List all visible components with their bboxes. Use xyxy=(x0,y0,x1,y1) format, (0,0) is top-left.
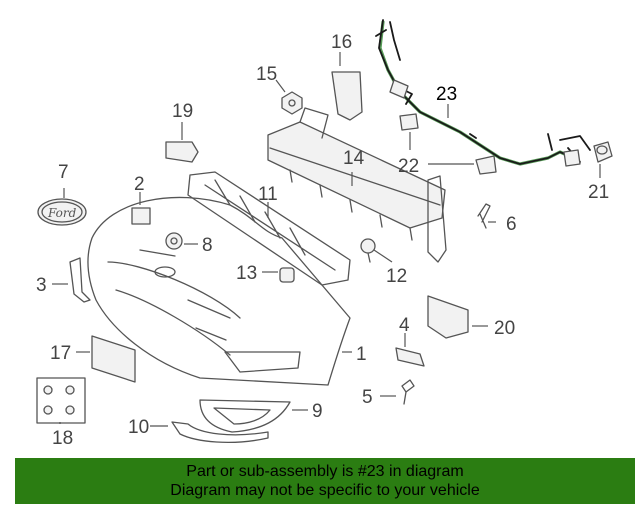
part-7-emblem: Ford xyxy=(37,198,87,226)
callout-6: 6 xyxy=(506,214,517,235)
part-9-bezel xyxy=(199,399,291,433)
info-banner: Part or sub-assembly is #23 in diagram D… xyxy=(15,458,635,504)
part-17-plate-bracket xyxy=(91,335,136,383)
part-18-fastener-kit xyxy=(36,377,86,424)
part-11-absorber xyxy=(187,171,351,286)
callout-9: 9 xyxy=(312,401,323,422)
callout-16: 16 xyxy=(331,32,352,53)
banner-line-1: Part or sub-assembly is #23 in diagram xyxy=(186,463,464,480)
callout-labels: 1 2 3 4 5 6 7 8 9 10 11 12 13 14 15 16 1… xyxy=(36,32,609,449)
callout-7: 7 xyxy=(58,162,69,183)
leader-lines xyxy=(52,52,601,427)
callout-5: 5 xyxy=(362,387,373,408)
part-19-actuator xyxy=(165,141,199,163)
part-14-reinforcement xyxy=(267,107,447,263)
callout-4: 4 xyxy=(399,315,410,336)
part-10-trim xyxy=(171,421,269,444)
part-2-bracket xyxy=(131,207,151,225)
callout-8: 8 xyxy=(202,235,213,256)
part-13-clip xyxy=(279,267,295,283)
part-21-sensor xyxy=(593,141,613,163)
callout-14: 14 xyxy=(343,148,365,169)
parts-diagram: Ford xyxy=(36,19,613,449)
callout-21: 21 xyxy=(588,182,609,203)
callout-19: 19 xyxy=(172,101,193,122)
callout-23: 23 xyxy=(436,84,457,105)
part-12-clip xyxy=(360,238,376,263)
part-6-bolt xyxy=(477,203,491,229)
part-15-nut xyxy=(281,91,303,115)
callout-15: 15 xyxy=(256,64,277,85)
callout-12: 12 xyxy=(386,266,407,287)
emblem-script: Ford xyxy=(47,206,77,220)
callout-11: 11 xyxy=(258,184,278,205)
part-23-wiring-harness xyxy=(375,19,591,167)
callout-2: 2 xyxy=(134,174,145,195)
callout-18: 18 xyxy=(52,428,73,449)
callout-13: 13 xyxy=(236,263,257,284)
part-16-bracket xyxy=(331,71,363,121)
callout-22: 22 xyxy=(398,156,419,177)
part-5-bolt xyxy=(401,379,415,405)
callout-3: 3 xyxy=(36,275,47,296)
part-20-module xyxy=(427,295,469,339)
part-22-sensors xyxy=(399,113,497,175)
part-3-clip xyxy=(69,257,91,303)
bumper-cover xyxy=(87,196,351,386)
callout-10: 10 xyxy=(128,417,149,438)
callout-17: 17 xyxy=(50,343,71,364)
part-4-strip xyxy=(395,347,425,367)
banner-line-2: Diagram may not be specific to your vehi… xyxy=(170,482,480,499)
callout-20: 20 xyxy=(494,318,515,339)
callout-1: 1 xyxy=(356,344,367,365)
part-8-nut xyxy=(165,232,183,250)
